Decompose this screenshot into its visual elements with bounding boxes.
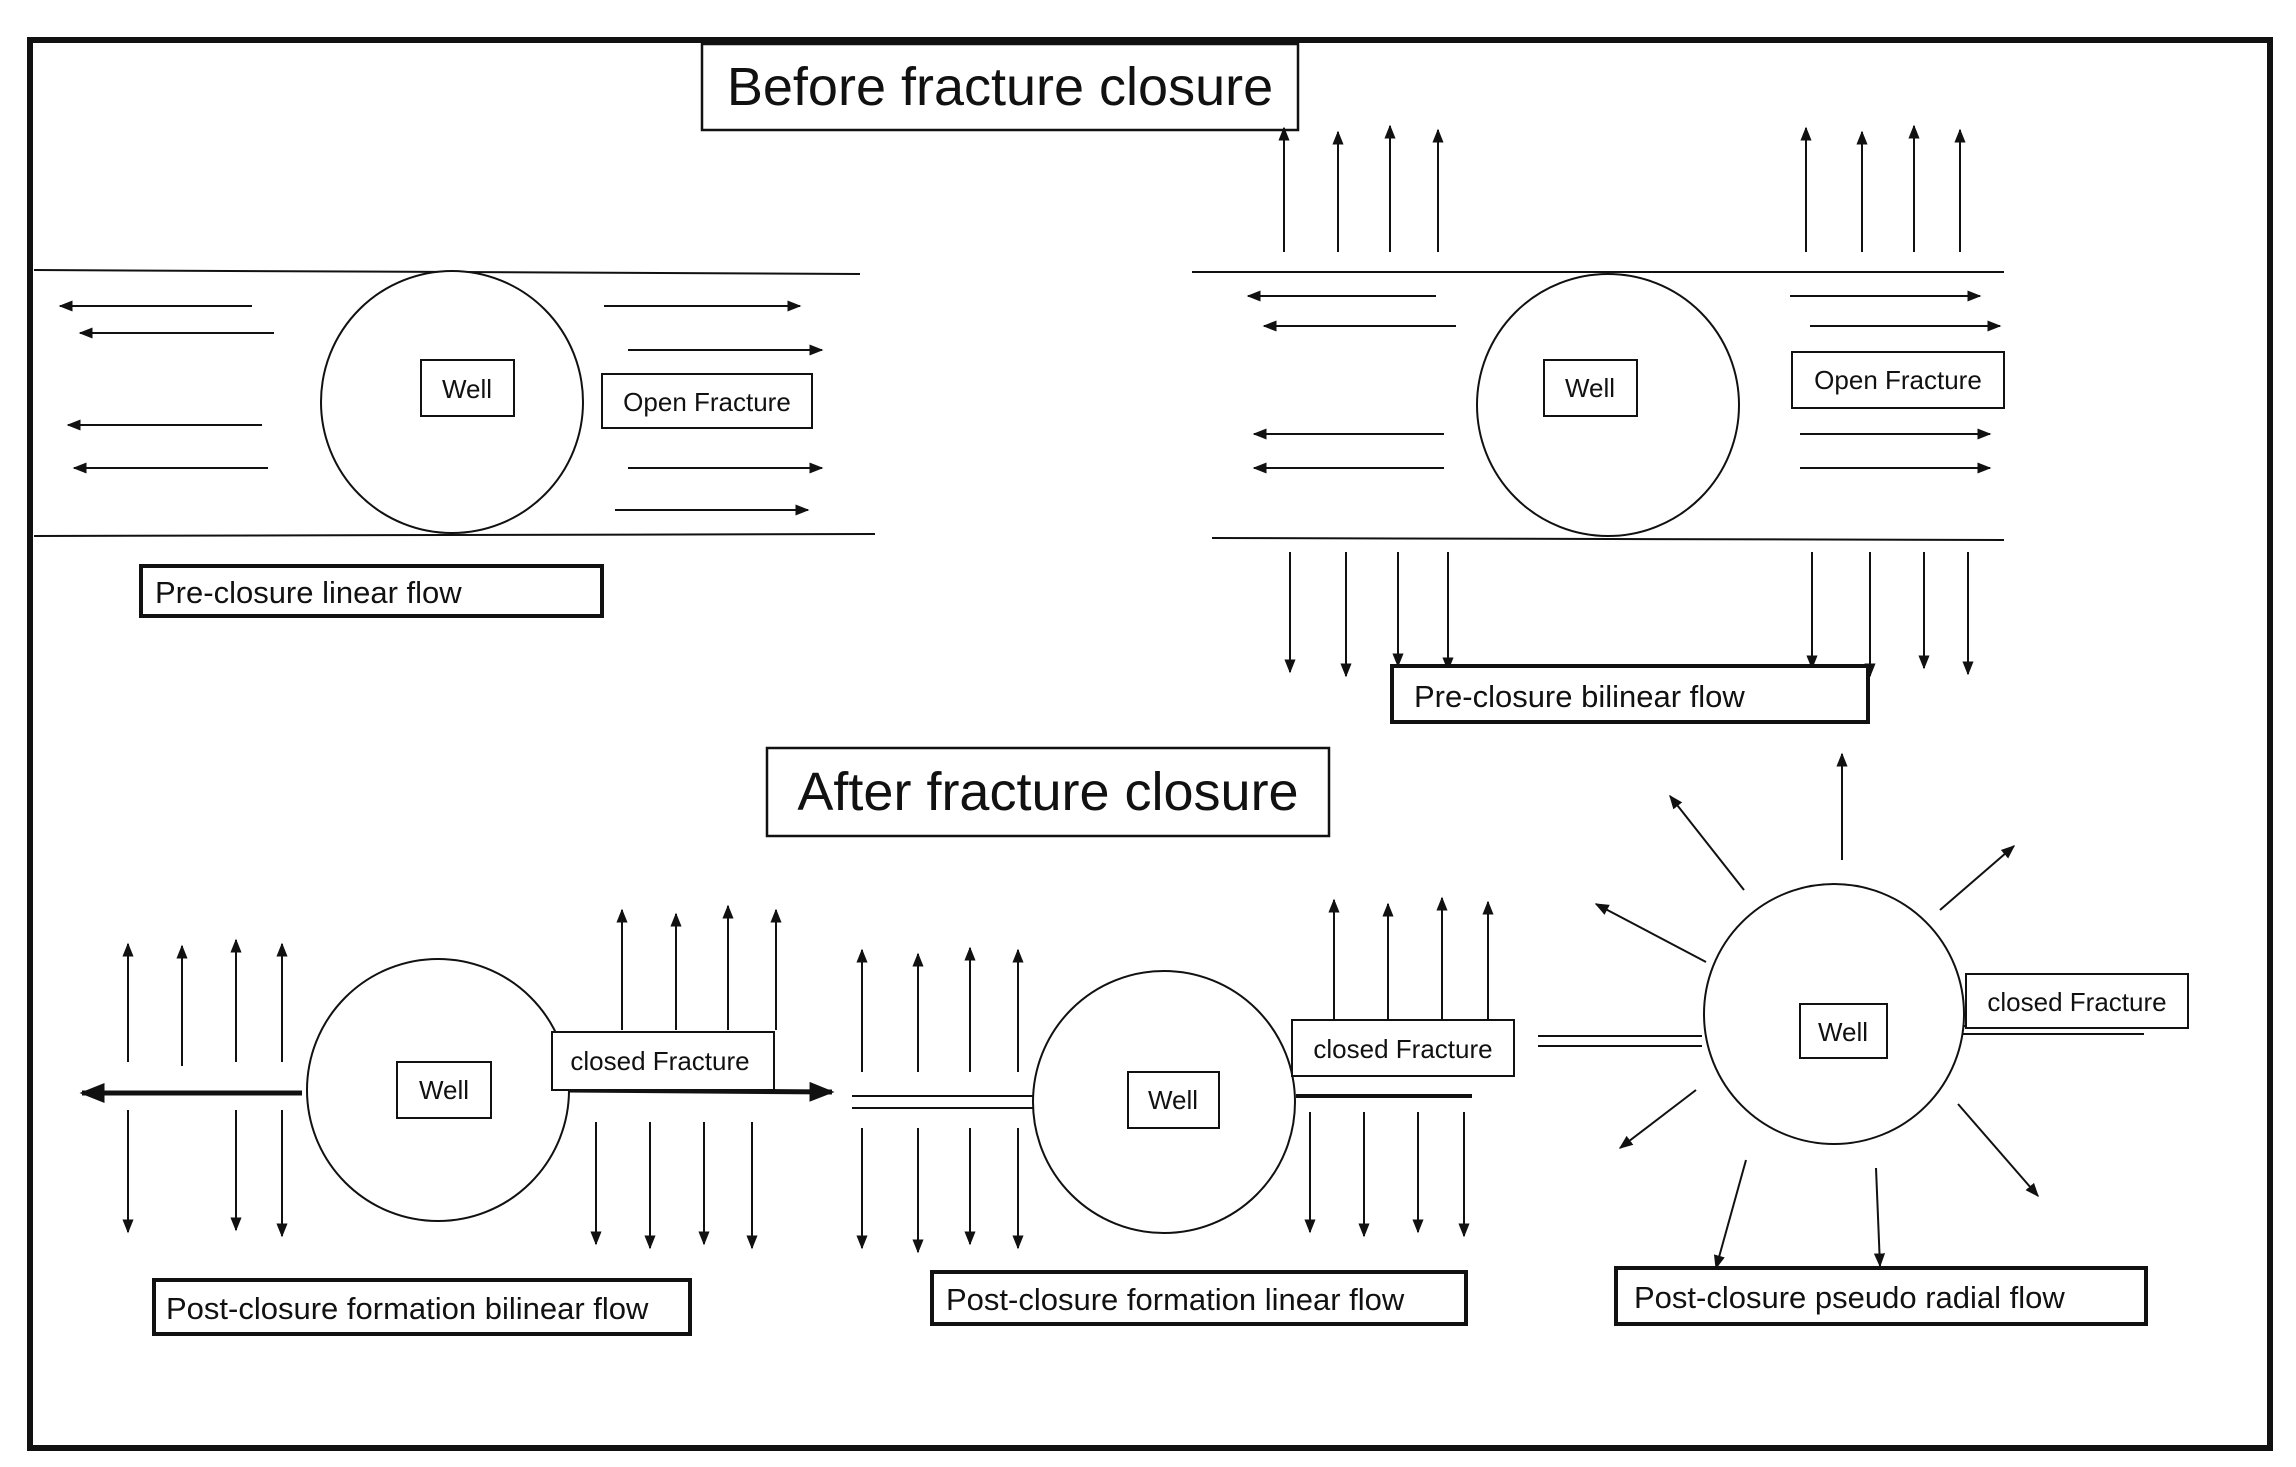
caption-post-closure-bilinear: Post-closure formation bilinear flow bbox=[166, 1291, 649, 1326]
well-label-box bbox=[396, 1061, 492, 1119]
heading-before: Before fracture closure bbox=[700, 42, 1300, 132]
closed-fracture-label: closed Fracture bbox=[1313, 1034, 1492, 1064]
radial-flow-arrow bbox=[1713, 1159, 1747, 1270]
radial-flow-arrow bbox=[1618, 1089, 1697, 1149]
outer-frame bbox=[27, 37, 2273, 1451]
well-label-box bbox=[1543, 359, 1638, 417]
caption-post-closure-linear: Post-closure formation linear flow bbox=[946, 1282, 1405, 1317]
well-label: Well bbox=[1818, 1017, 1868, 1047]
heading-after: After fracture closure bbox=[765, 746, 1331, 838]
panel-pre-closure-linear bbox=[33, 269, 876, 618]
open-fracture-label: Open Fracture bbox=[1814, 365, 1982, 395]
well-label: Well bbox=[1565, 373, 1615, 403]
open-fracture-label: Open Fracture bbox=[623, 387, 791, 417]
closed-fracture-label: closed Fracture bbox=[570, 1046, 749, 1076]
radial-flow-arrow bbox=[1594, 903, 1707, 963]
radial-flow-arrow bbox=[1957, 1103, 2039, 1198]
caption-pre-closure-linear: Pre-closure linear flow bbox=[155, 575, 462, 610]
panel-post-closure-linear bbox=[852, 896, 1515, 1326]
heading-after-text: After fracture closure bbox=[797, 762, 1298, 822]
well-label-box bbox=[1127, 1071, 1220, 1129]
fracture-lower-line bbox=[1211, 537, 2005, 541]
caption-box bbox=[1390, 664, 1870, 724]
well-label: Well bbox=[419, 1075, 469, 1105]
closed-fracture-label-box bbox=[1291, 1019, 1515, 1077]
well-label-box bbox=[420, 359, 515, 417]
well-label: Well bbox=[442, 374, 492, 404]
caption-box bbox=[139, 564, 604, 618]
caption-box bbox=[930, 1270, 1468, 1326]
open-fracture-label-box bbox=[601, 373, 813, 429]
well-label: Well bbox=[1148, 1085, 1198, 1115]
closed-fracture-label-box bbox=[1965, 973, 2189, 1029]
well-label-box bbox=[1799, 1003, 1888, 1059]
heading-after-box bbox=[765, 746, 1331, 838]
caption-box bbox=[152, 1278, 692, 1336]
caption-post-closure-radial: Post-closure pseudo radial flow bbox=[1634, 1280, 2065, 1315]
fracture-lower-line bbox=[33, 533, 876, 537]
heading-before-box bbox=[700, 42, 1300, 132]
caption-pre-closure-bilinear: Pre-closure bilinear flow bbox=[1414, 679, 1745, 714]
caption-box bbox=[1614, 1266, 2148, 1326]
panel-pre-closure-bilinear bbox=[1192, 124, 2005, 724]
panel-post-closure-radial bbox=[1538, 752, 2189, 1326]
panel-post-closure-bilinear bbox=[79, 904, 835, 1336]
radial-flow-arrow bbox=[1669, 794, 1745, 891]
radial-flow-arrow bbox=[1939, 845, 2016, 911]
open-fracture-label-box bbox=[1791, 351, 2005, 409]
heading-before-text: Before fracture closure bbox=[727, 57, 1273, 117]
closed-fracture-label-box bbox=[551, 1031, 775, 1091]
radial-flow-arrow bbox=[1873, 1167, 1886, 1268]
closed-fracture-label: closed Fracture bbox=[1987, 987, 2166, 1017]
